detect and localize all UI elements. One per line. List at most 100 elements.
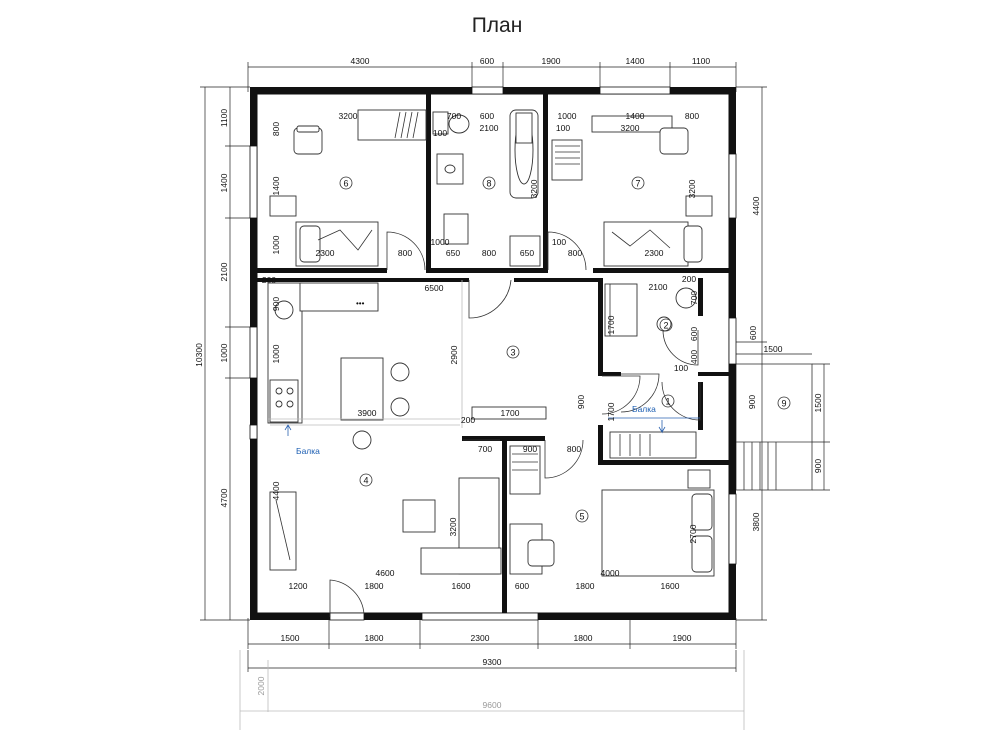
dimension-lines — [200, 62, 830, 730]
room-5-furniture — [509, 445, 715, 577]
dim-r7-2: 1400 — [626, 111, 645, 121]
bottom-dimensions: 1500 1800 2300 1800 1900 9300 9600 2000 — [256, 633, 692, 710]
room-6: 6 — [339, 176, 353, 190]
room-1-furniture — [608, 417, 700, 459]
doors — [329, 231, 701, 617]
dim-r4-6: 1200 — [289, 581, 308, 591]
dim-r4-1: 900 — [271, 297, 281, 311]
dim-left-1: 1100 — [219, 109, 229, 128]
dim-bottom-5: 1900 — [673, 633, 692, 643]
dim-left-4: 1000 — [219, 343, 229, 362]
dim-total-inner: 9300 — [483, 657, 502, 667]
dim-r2-3: 700 — [689, 291, 699, 305]
dim-left-total: 10300 — [194, 343, 204, 367]
dim-r6-bottom: 2300 — [316, 248, 335, 258]
dim-porch-top: 1500 — [764, 344, 783, 354]
dim-bottom-4: 1800 — [574, 633, 593, 643]
dim-r7-9: 800 — [568, 248, 582, 258]
room-9-label: 9 — [781, 399, 786, 409]
dim-bottom-2: 1800 — [365, 633, 384, 643]
dim-left-3: 2100 — [219, 262, 229, 281]
dim-porch-right-2: 900 — [813, 459, 823, 473]
dim-r6-left3: 1000 — [271, 235, 281, 254]
dim-total-outer: 9600 — [483, 700, 502, 710]
room-3-label: 3 — [510, 348, 515, 358]
dim-r4-7: 1800 — [365, 581, 384, 591]
room-1: 1 — [661, 394, 675, 408]
room-4: 4 — [359, 473, 373, 487]
dim-porch-right-1: 1500 — [813, 393, 823, 412]
dim-r4-4: 4400 — [271, 481, 281, 500]
dim-r4-8: 1600 — [452, 581, 471, 591]
dim-r8-5: 3200 — [529, 179, 539, 198]
dim-r8-8: 650 — [446, 248, 460, 258]
dim-r2-5: 600 — [689, 327, 699, 341]
walls — [249, 86, 737, 621]
room-6-furniture — [269, 109, 427, 267]
room-3-furniture — [461, 280, 547, 428]
dim-r8-2: 600 — [480, 111, 494, 121]
room-9: 9 — [777, 396, 791, 410]
dim-r8-4: 100 — [433, 128, 447, 138]
dim-r7-8: 100 — [552, 237, 566, 247]
dim-r7-5: 3200 — [621, 123, 640, 133]
top-dimensions: 4300 600 1900 1400 1100 — [351, 56, 711, 66]
dim-r5-2: 4000 — [601, 568, 620, 578]
room-labels: 6 8 7 2 3 1 9 4 — [339, 176, 791, 523]
dim-bottom-1: 1500 — [281, 633, 300, 643]
dim-r4-5: 4600 — [376, 568, 395, 578]
dim-left-5: 4700 — [219, 488, 229, 507]
dim-r5-5: 1800 — [576, 581, 595, 591]
dim-right-1: 4400 — [751, 196, 761, 215]
dim-r6-top: 3200 — [339, 111, 358, 121]
dim-top-5: 1100 — [692, 56, 711, 66]
room-8: 8 — [482, 176, 496, 190]
dim-r3-3: 1700 — [501, 408, 520, 418]
right-dimensions: 4400 3800 1500 1500 900 — [751, 196, 823, 531]
dim-r3-7: 800 — [567, 444, 581, 454]
room-4-furniture — [267, 282, 502, 575]
left-dimensions: 10300 1100 1400 2100 1000 4700 — [194, 109, 229, 508]
dim-r2-2: 200 — [682, 274, 696, 284]
dim-bottom-3: 2300 — [471, 633, 490, 643]
dim-top-3: 1900 — [542, 56, 561, 66]
dim-hall: 3200 — [448, 517, 458, 536]
room-7: 7 — [631, 176, 645, 190]
dim-r1-3: 900 — [747, 395, 757, 409]
plan-title: План — [471, 14, 523, 37]
dim-r8-1: 700 — [447, 111, 461, 121]
dim-r2-4: 1700 — [606, 315, 616, 334]
dim-r7-4: 100 — [556, 123, 570, 133]
room-2-label: 2 — [663, 321, 668, 331]
dim-r1-4: 600 — [748, 326, 758, 340]
room-4-label: 4 — [363, 476, 368, 486]
dim-top-2: 600 — [480, 56, 494, 66]
dim-left-2: 1400 — [219, 173, 229, 192]
dim-r8-3: 2100 — [480, 123, 499, 133]
beam-note-2: Балка — [632, 404, 656, 414]
dim-r7-1: 1000 — [558, 111, 577, 121]
dim-r3-1: 6500 — [425, 283, 444, 293]
stove-marks: ••• — [356, 299, 365, 308]
dim-r1-1: 900 — [576, 395, 586, 409]
dim-right-2: 3800 — [751, 512, 761, 531]
dim-r5-4: 600 — [515, 581, 529, 591]
room-2: 2 — [659, 318, 673, 332]
room-8-label: 8 — [486, 179, 491, 189]
room-5: 5 — [575, 509, 589, 523]
dim-r5-6: 1600 — [661, 581, 680, 591]
dim-r7-7: 2300 — [645, 248, 664, 258]
room-8-furniture — [432, 109, 541, 267]
dim-r8-7: 800 — [482, 248, 496, 258]
dim-r3-5: 700 — [478, 444, 492, 454]
dim-r4-3: 3900 — [358, 408, 377, 418]
dim-r1-2: 1700 — [606, 402, 616, 421]
room-7-label: 7 — [635, 179, 640, 189]
room-5-label: 5 — [579, 512, 584, 522]
inner-dimensions: 3200 800 1400 1000 2300 800 700 600 2100… — [262, 111, 758, 591]
porch — [735, 363, 813, 491]
dim-r7-6: 3200 — [687, 179, 697, 198]
dim-r3-2: 2900 — [449, 345, 459, 364]
dim-r4-9: 200 — [262, 275, 276, 285]
